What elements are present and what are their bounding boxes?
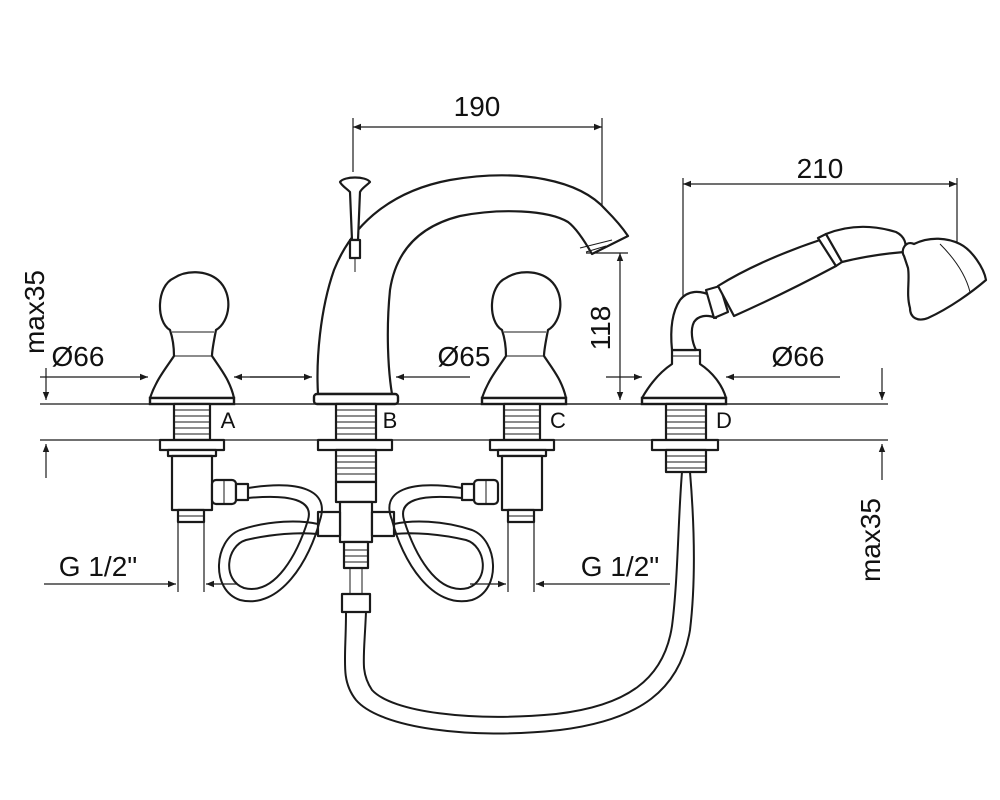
connection-c-label: C	[550, 408, 566, 433]
valve-body-a	[158, 402, 226, 524]
thread-right-dimension: G 1/2"	[470, 522, 670, 592]
connector-fitting-right	[460, 478, 500, 506]
handle-c	[480, 271, 568, 406]
connection-b-label: B	[383, 408, 398, 433]
handle-a-diameter-label: Ø66	[52, 341, 105, 372]
handshower-length-label: 210	[797, 153, 844, 184]
deck-thickness-right-dimension: max35	[855, 368, 886, 582]
holder-shank-d	[650, 402, 720, 474]
thread-left-dimension: G 1/2"	[44, 522, 238, 592]
hand-shower	[670, 225, 988, 352]
handle-a	[148, 271, 236, 406]
thread-right-label: G 1/2"	[581, 551, 659, 582]
spout-height-dimension: 118	[585, 252, 628, 400]
connection-d-label: D	[716, 408, 732, 433]
holder-d-diameter-dimension: Ø66	[606, 341, 840, 381]
spout-shank-b	[316, 402, 396, 614]
spout-height-label: 118	[585, 306, 616, 351]
spout-base-diameter-label: Ø65	[438, 341, 491, 372]
deck-thickness-left-label: max35	[19, 270, 50, 354]
deck-thickness-right-label: max35	[855, 498, 886, 582]
connector-fitting-left	[210, 478, 250, 506]
handshower-length-dimension: 210	[682, 153, 958, 300]
spout-reach-dimension: 190	[352, 91, 603, 230]
flexible-hose-right	[388, 484, 494, 603]
flexible-hose-left	[218, 484, 323, 603]
handshower-hose	[343, 471, 695, 735]
connection-a-label: A	[221, 408, 236, 433]
deck-surface	[40, 403, 888, 441]
spout-reach-label: 190	[454, 91, 501, 122]
valve-body-c	[488, 402, 556, 524]
deck-thickness-left-dimension: max35	[19, 270, 50, 478]
holder-d-diameter-label: Ø66	[772, 341, 825, 372]
thread-left-label: G 1/2"	[59, 551, 137, 582]
handle-a-diameter-dimension: Ø66	[40, 341, 310, 381]
spout-b	[312, 174, 630, 406]
spout-base-diameter-dimension: Ø65	[250, 341, 491, 381]
handshower-holder-d	[640, 348, 728, 406]
